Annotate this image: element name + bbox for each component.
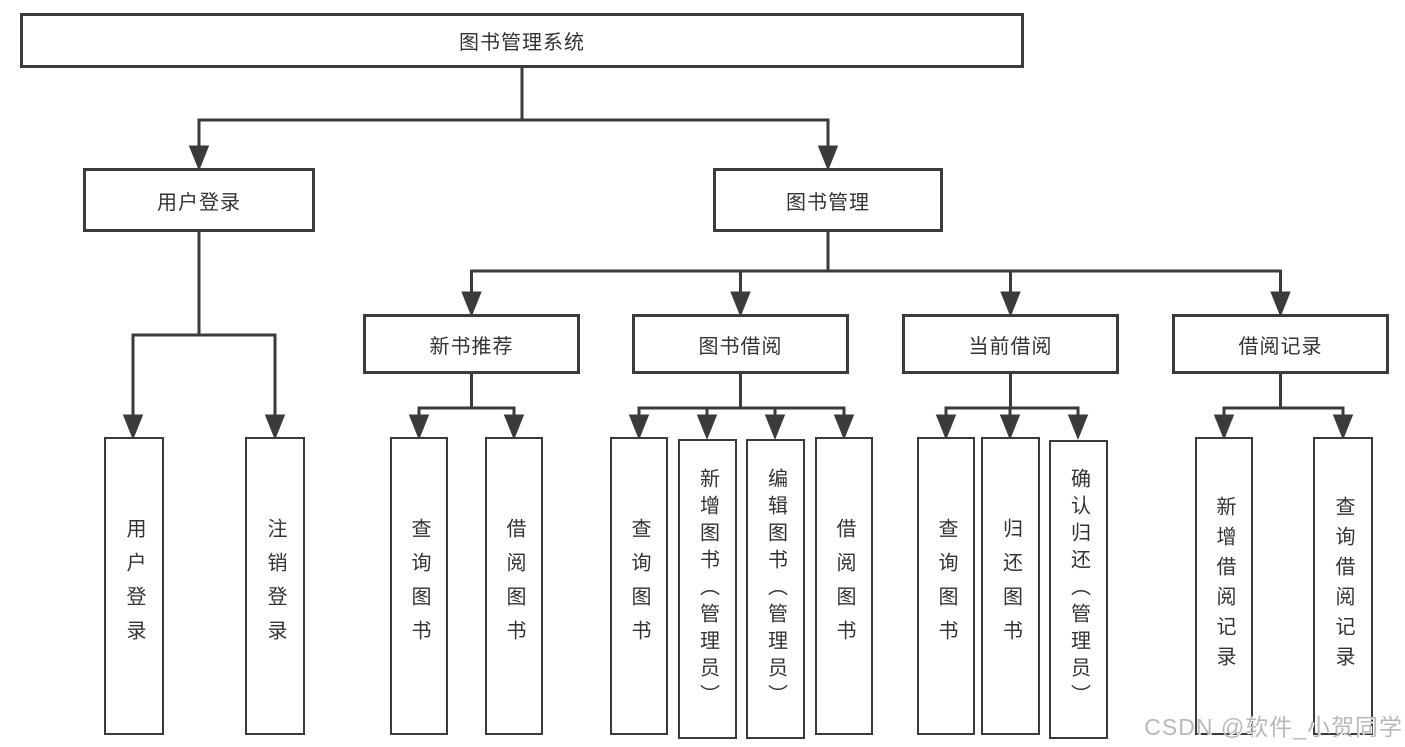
- node-book-management: 图书管理: [713, 168, 943, 232]
- leaf-borrow-books-borrowing: 借阅图书: [815, 437, 873, 735]
- leaf-return-books: 归还图书: [981, 437, 1040, 735]
- leaf-edit-books-admin: 编辑图书（管理员）: [746, 439, 805, 739]
- node-current-borrowing: 当前借阅: [902, 314, 1119, 374]
- leaf-query-books-recommend: 查询图书: [390, 437, 448, 735]
- leaf-logout-login: 注销登录: [245, 437, 305, 735]
- leaf-borrow-books-recommend: 借阅图书: [485, 437, 543, 735]
- node-user-login: 用户登录: [83, 168, 315, 232]
- leaf-user-login: 用户登录: [104, 437, 164, 735]
- node-library-system: 图书管理系统: [20, 13, 1024, 68]
- leaf-query-books-borrowing: 查询图书: [610, 437, 668, 735]
- leaf-confirm-return-admin: 确认归还（管理员）: [1049, 440, 1108, 739]
- node-borrowing-records: 借阅记录: [1172, 314, 1389, 374]
- node-new-book-recommendation: 新书推荐: [363, 314, 580, 374]
- node-book-borrowing: 图书借阅: [632, 314, 849, 374]
- leaf-add-borrow-record: 新增借阅记录: [1195, 437, 1253, 735]
- leaf-add-books-admin: 新增图书（管理员）: [678, 439, 737, 739]
- csdn-watermark: CSDN @软件_小贺同学: [1144, 714, 1403, 740]
- leaf-query-borrow-record: 查询借阅记录: [1313, 437, 1373, 735]
- leaf-query-books-current: 查询图书: [917, 437, 975, 735]
